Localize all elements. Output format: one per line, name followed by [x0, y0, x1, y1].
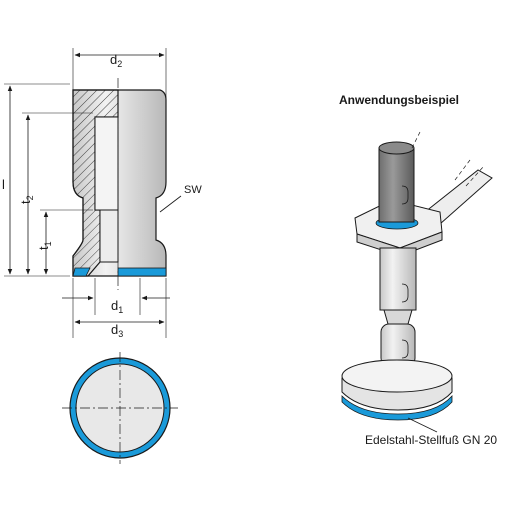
application-example: Anwendungsbeispiel Edelstahl-Stellfuß GN…	[339, 93, 497, 447]
label-t2: t2	[18, 195, 35, 204]
side-section-view: d2 l t2 t1 d1 d3 SW	[2, 48, 202, 339]
label-t1: t1	[36, 241, 53, 250]
foot-neck	[383, 309, 413, 325]
thread-interior	[99, 209, 119, 263]
label-d1: d1	[111, 298, 123, 315]
label-sw: SW	[184, 184, 202, 196]
base-pad	[341, 394, 453, 421]
bottom-view	[62, 352, 178, 464]
bore-interior	[94, 116, 119, 211]
label-d2: d2	[110, 52, 122, 69]
label-l: l	[2, 177, 5, 192]
example-title: Anwendungsbeispiel	[339, 93, 459, 107]
rubber-pad	[117, 267, 167, 277]
rubber-pad-section	[72, 267, 91, 277]
label-d3: d3	[111, 322, 123, 339]
caption-leader	[407, 417, 438, 433]
threaded-pin	[378, 147, 415, 223]
foot-stem	[379, 247, 417, 311]
sw-leader	[159, 195, 182, 213]
example-caption: Edelstahl-Stellfuß GN 20	[365, 433, 497, 447]
